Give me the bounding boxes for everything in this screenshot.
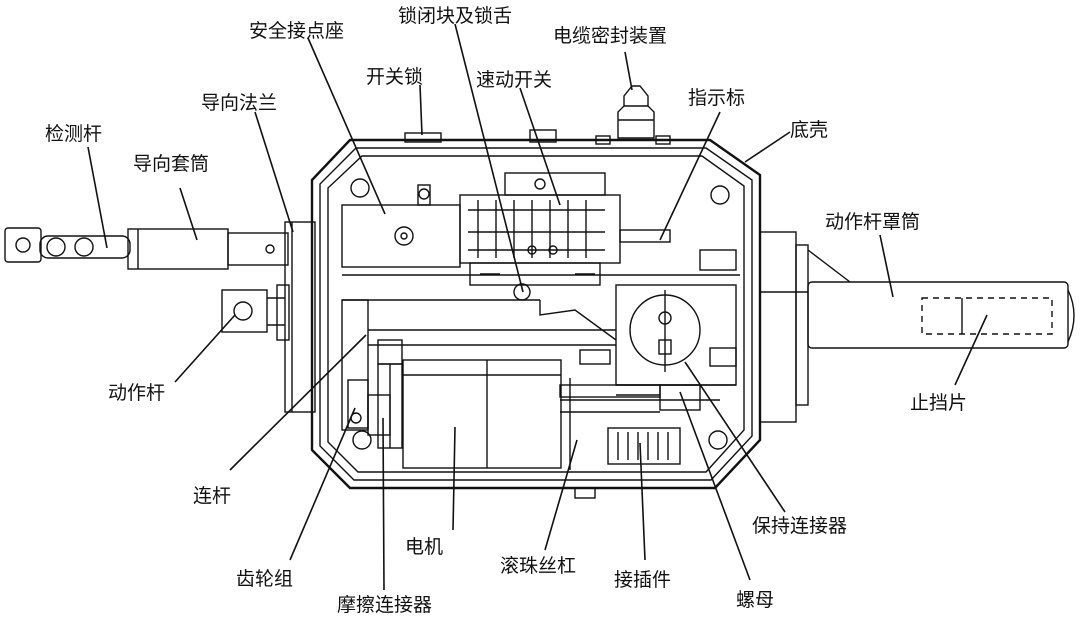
friction-connector: [377, 339, 403, 449]
label-detection-rod: 检测杆: [45, 123, 102, 145]
label-ball-screw: 滚珠丝杠: [500, 555, 576, 577]
quick-switch: [459, 172, 671, 264]
action-rod-cover: [759, 231, 1075, 423]
label-stop-plate: 止挡片: [910, 392, 967, 414]
inner-rails: [342, 249, 740, 346]
leader-lines: [87, 23, 988, 591]
ball-screw: [559, 349, 720, 470]
label-motor: 电机: [405, 536, 443, 558]
label-gear-set: 齿轮组: [236, 568, 293, 590]
lock-block: [469, 262, 601, 301]
label-connecting-rod: 连杆: [193, 485, 231, 507]
gear-set: [341, 299, 391, 436]
motor: [402, 359, 562, 469]
label-hold-connector: 保持连接器: [752, 515, 847, 537]
label-guide-flange: 导向法兰: [201, 92, 277, 114]
label-guide-sleeve: 导向套筒: [133, 153, 209, 175]
hold-connector: [615, 284, 737, 386]
label-lock-block-tongue: 锁闭块及锁舌: [398, 5, 512, 27]
cable-seal-device: [617, 85, 655, 139]
label-action-rod: 动作杆: [108, 382, 165, 404]
label-quick-switch: 速动开关: [476, 69, 552, 91]
label-action-rod-cover: 动作杆罩筒: [825, 211, 920, 233]
label-bottom-shell: 底壳: [790, 119, 828, 141]
detection-rod-assembly: [4, 227, 289, 270]
label-cable-seal: 电缆密封装置: [553, 25, 667, 47]
plug-connector: [607, 427, 681, 465]
guide-flange: [276, 221, 316, 413]
label-safety-contact-seat: 安全接点座: [249, 20, 344, 42]
label-friction-connector: 摩擦连接器: [337, 594, 432, 616]
label-plug-connector: 接插件: [614, 569, 671, 591]
label-switch-lock: 开关锁: [366, 66, 423, 88]
label-nut: 螺母: [736, 589, 774, 611]
label-indicator: 指示标: [688, 87, 745, 109]
action-rod-left: [221, 289, 285, 333]
housing: [310, 129, 762, 499]
